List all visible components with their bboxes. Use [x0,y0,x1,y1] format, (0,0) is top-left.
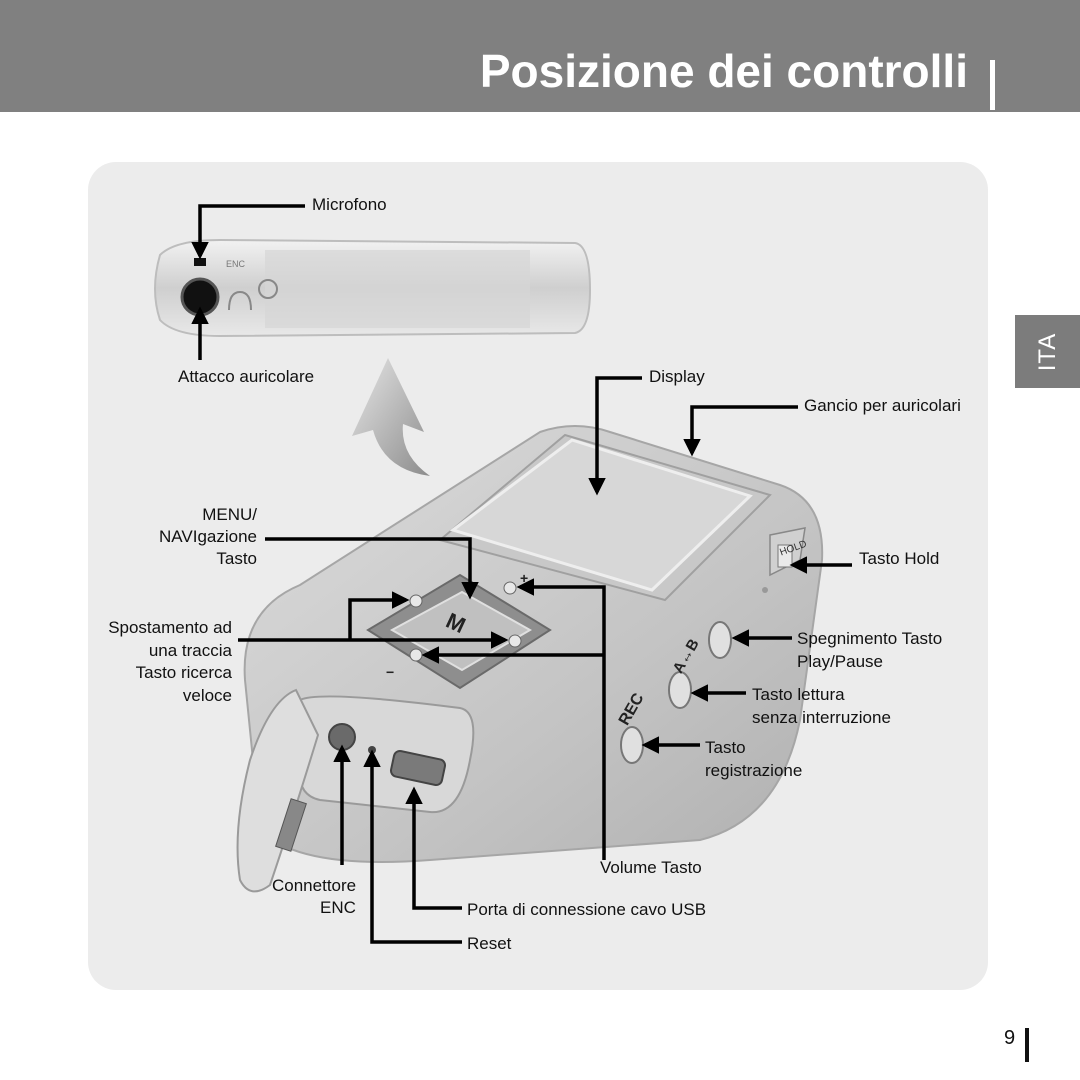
ab-repeat-button [668,671,692,709]
label-registrazione-line2: registrazione [705,761,803,780]
label-spostamento-line4: veloce [182,686,232,705]
callout-lines [191,204,852,944]
page-title: Posizione dei controlli [479,45,968,97]
page-number: 9 [1004,1027,1016,1049]
label-lettura-line2: senza interruzione [752,708,891,727]
earphone-jack [180,277,220,317]
label-reset: Reset [467,934,512,953]
label-menu-line1: MENU/ [202,505,257,524]
reset-hole [368,746,376,754]
label-connettore-line1: Connettore [272,876,357,895]
headphone-icon [228,290,252,311]
title-divider [990,60,995,110]
language-tab[interactable]: ITA [1015,315,1080,388]
usb-port [389,749,447,787]
label-connettore-line2: ENC [320,898,356,917]
label-porta-usb: Porta di connessione cavo USB [467,900,707,919]
label-spegnimento-line1: Spegnimento Tasto [797,629,943,648]
minus-marking: − [386,664,394,680]
label-spegnimento-line2: Play/Pause [797,652,883,671]
label-tasto-hold: Tasto Hold [859,549,940,568]
display-screen [449,438,753,592]
label-menu-line2: NAVIgazione [159,527,257,546]
rotate-arrow-icon [352,358,430,476]
enc-top-marking: ENC [226,259,246,269]
label-microfono: Microfono [312,195,387,214]
label-gancio-auricolari: Gancio per auricolari [804,396,961,415]
device-top-view [154,238,592,338]
record-button [620,726,644,764]
enc-connector [328,723,356,751]
play-pause-button [708,621,732,659]
label-spostamento-line2: una traccia [148,641,232,660]
label-lettura-line1: Tasto lettura [752,685,845,704]
label-menu-line3: Tasto [216,549,257,568]
label-registrazione-line1: Tasto [705,738,746,757]
page-number-divider [1025,1028,1029,1062]
label-spostamento-line3: Tasto ricerca [135,663,232,682]
label-volume-tasto: Volume Tasto [600,858,702,877]
device-main-body [236,425,824,893]
microphone-hole [194,258,206,266]
label-spostamento-line1: Spostamento ad [108,618,232,637]
plus-marking: + [520,570,528,586]
label-attacco-auricolare: Attacco auricolare [178,367,315,386]
header-band: Posizione dei controlli [0,0,1080,112]
label-display: Display [649,367,705,386]
